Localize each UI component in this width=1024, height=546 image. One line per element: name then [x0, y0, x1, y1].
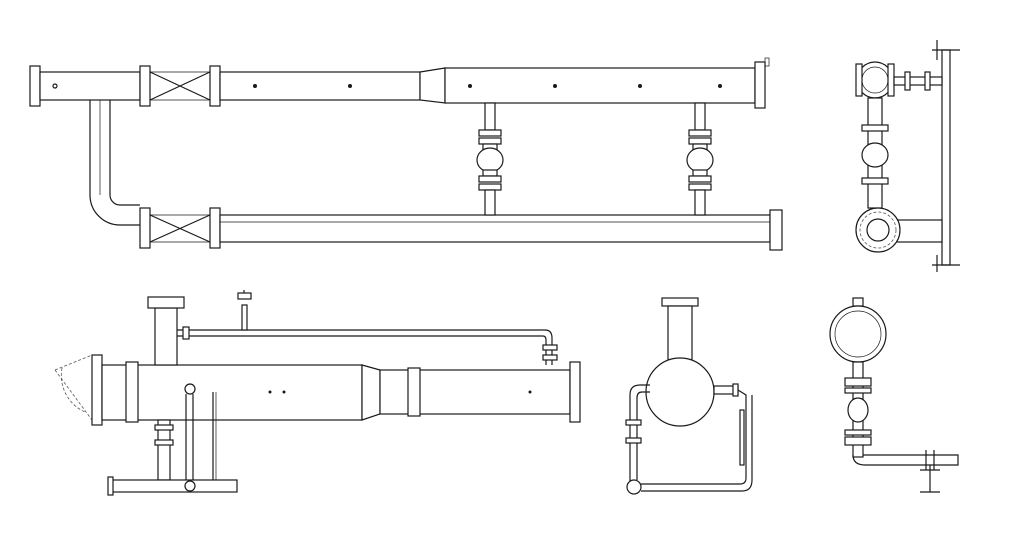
nozzle — [667, 305, 693, 367]
drain-header — [111, 479, 238, 493]
pipe-ring — [829, 305, 887, 363]
branch-valve-assembly — [686, 102, 714, 216]
header-pipe — [219, 71, 421, 101]
tee-pipe — [39, 71, 141, 101]
end-flange — [569, 361, 581, 423]
loop-pipe — [629, 384, 650, 485]
elbow-pipe — [89, 100, 140, 226]
lug — [764, 57, 770, 67]
flange — [139, 207, 151, 249]
end-flange — [91, 354, 103, 426]
vessel-section — [645, 357, 715, 427]
flange — [209, 207, 221, 249]
reducer — [419, 67, 446, 104]
end-view — [625, 297, 753, 495]
vessel-shell — [101, 364, 363, 421]
support-plate — [941, 49, 951, 266]
header-pipe-large — [444, 67, 756, 104]
gate-valve-icon — [149, 214, 211, 243]
vent-hole — [52, 83, 58, 89]
section-view — [829, 297, 959, 493]
end-flange — [754, 61, 766, 109]
small-branch — [893, 76, 943, 86]
reducer — [361, 364, 381, 421]
nozzle — [154, 307, 178, 366]
bypass-line — [177, 329, 553, 365]
plan-view — [29, 57, 783, 251]
lower-header-pipe — [219, 214, 771, 243]
side-view-right — [855, 40, 960, 272]
end-flange — [769, 209, 783, 251]
flange — [139, 65, 151, 107]
gate-valve-icon — [149, 71, 211, 101]
swing-arc — [54, 354, 93, 421]
flange — [209, 65, 221, 107]
elevation-view — [54, 290, 581, 496]
branch-valve-assembly — [476, 102, 504, 216]
end-flange — [29, 65, 41, 107]
outlet-pipe — [852, 454, 959, 466]
